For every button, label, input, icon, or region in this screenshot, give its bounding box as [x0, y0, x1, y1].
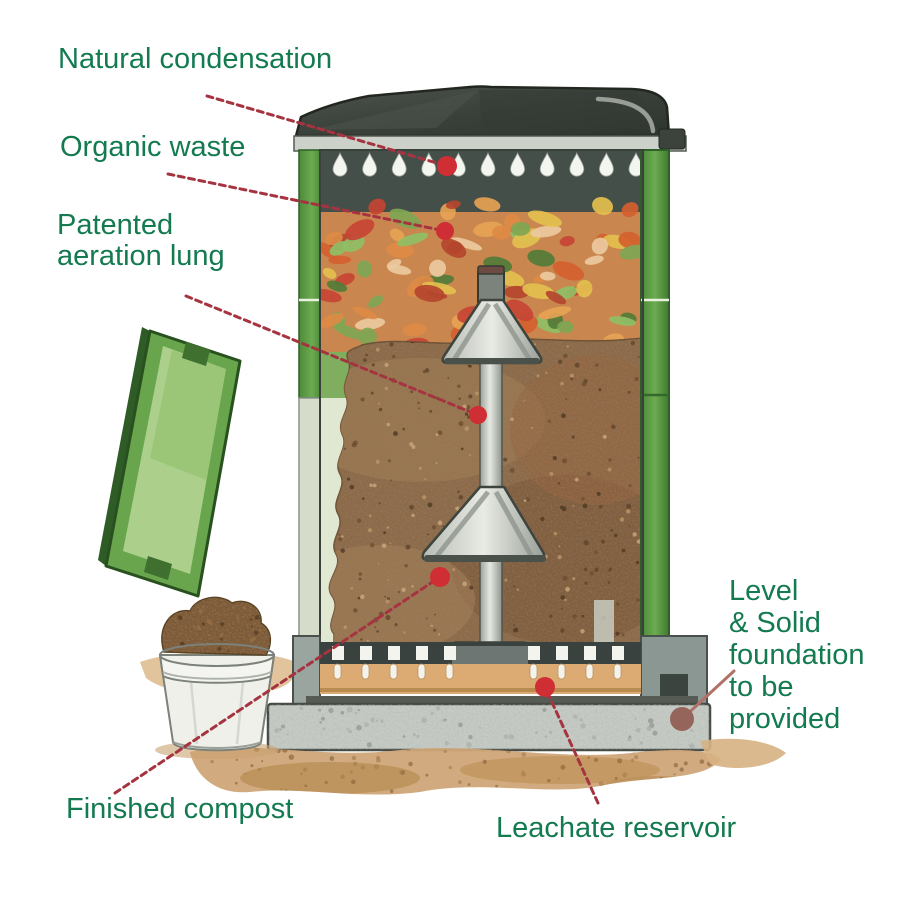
upper-cone — [441, 298, 543, 365]
dot-finished-compost — [430, 567, 450, 587]
foundation-slab — [266, 702, 712, 752]
grate-slots — [332, 646, 624, 660]
lid-hinge-tab — [658, 128, 686, 150]
dot-organic-waste — [436, 222, 454, 240]
bucket-rim — [159, 654, 275, 684]
dot-foundation — [670, 707, 694, 731]
bin-right-frame — [640, 149, 670, 643]
label-leachate-reservoir: Leachate reservoir — [496, 812, 737, 844]
dot-natural-condensation — [437, 156, 457, 176]
dot-leachate-reservoir — [535, 677, 555, 697]
door-panel — [98, 327, 242, 598]
tray-notch — [660, 674, 688, 700]
bottom-tray — [292, 635, 708, 707]
lower-cone — [421, 485, 546, 562]
composter-lid — [293, 85, 687, 152]
leader-organic-waste — [166, 172, 447, 233]
lid-highlight — [595, 96, 656, 134]
grate-drips — [333, 663, 622, 680]
ground-patch-right — [700, 738, 786, 769]
label-line: & Solid — [729, 607, 821, 639]
label-line: aeration lung — [57, 240, 225, 272]
dot-aeration-lung — [469, 406, 487, 424]
label-organic-waste: Organic waste — [60, 131, 246, 163]
finished-compost-bucket — [155, 596, 279, 759]
annotations — [113, 94, 736, 805]
leader-finished-compost — [113, 575, 442, 795]
leader-aeration-lung — [184, 294, 480, 417]
door-notch-bottom — [144, 556, 172, 580]
label-line: provided — [729, 703, 841, 735]
label-line: Patented — [57, 209, 174, 241]
label-line: Level — [729, 575, 799, 607]
leader-leachate-reservoir — [543, 685, 600, 805]
label-line: foundation — [729, 639, 865, 671]
label-natural-condensation: Natural condensation — [58, 43, 333, 75]
label-line: to be — [729, 671, 794, 703]
label-finished-compost: Finished compost — [66, 793, 294, 825]
door-notch-top — [182, 342, 210, 366]
leader-natural-condensation — [205, 94, 449, 168]
